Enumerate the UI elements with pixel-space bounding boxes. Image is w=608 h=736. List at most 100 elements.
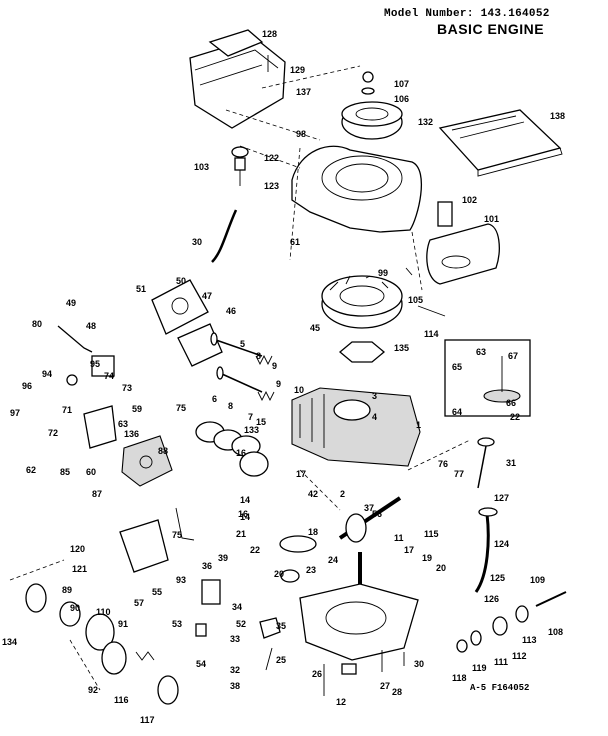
part-label-93: 93 [176,575,186,585]
part-label-91: 91 [118,619,128,629]
part-label-16: 16 [238,509,248,519]
inset-box [444,339,531,417]
part-label-20: 20 [274,569,284,579]
muffler-part [426,223,500,285]
part-label-19: 19 [422,553,432,563]
part-label-11: 11 [394,533,404,543]
part-label-30: 30 [192,237,202,247]
part-label-135: 135 [394,343,409,353]
part-label-16: 16 [236,448,246,458]
part-label-99: 99 [378,268,388,278]
part-label-62: 62 [26,465,36,475]
part-label-66: 66 [506,398,516,408]
part-callouts: 1281291371071061321389812210312310210130… [2,29,565,725]
air-cleaner-part [119,519,169,573]
part-label-24: 24 [328,555,338,565]
part-label-63: 63 [476,347,486,357]
part-label-10: 10 [294,385,304,395]
part-label-95: 95 [90,359,100,369]
part-label-80: 80 [32,319,42,329]
rotating-screen-part [341,101,403,140]
blower-housing-part [291,145,423,233]
part-label-106: 106 [394,94,409,104]
part-label-26: 26 [312,669,322,679]
part-label-22: 22 [510,412,520,422]
part-label-48: 48 [86,321,96,331]
part-label-113: 113 [522,635,537,645]
part-label-76: 76 [438,459,448,469]
part-label-87: 87 [92,489,102,499]
part-label-137: 137 [296,87,311,97]
part-label-61: 61 [290,237,300,247]
part-label-97: 97 [10,408,20,418]
part-label-105: 105 [408,295,423,305]
part-label-35: 35 [276,621,286,631]
part-label-108: 108 [548,627,563,637]
part-label-55: 55 [152,587,162,597]
part-label-23: 23 [306,565,316,575]
part-label-134: 134 [2,637,17,647]
part-label-52: 52 [236,619,246,629]
part-label-39: 39 [218,553,228,563]
part-label-64: 64 [452,407,462,417]
blower-housing-cover-part [189,29,286,129]
part-label-22: 22 [250,545,260,555]
part-label-9: 9 [276,379,281,389]
part-label-101: 101 [484,214,499,224]
part-label-119: 119 [472,663,487,673]
part-label-5: 5 [240,339,245,349]
part-label-59: 59 [132,404,142,414]
part-label-6: 6 [212,394,217,404]
part-label-56: 56 [372,509,382,519]
part-label-107: 107 [394,79,409,89]
part-label-92: 92 [88,685,98,695]
part-label-103: 103 [194,162,209,172]
part-label-112: 112 [512,651,527,661]
part-label-67: 67 [508,351,518,361]
part-label-122: 122 [264,153,279,163]
part-label-74: 74 [104,371,114,381]
part-label-75: 75 [172,530,182,540]
cylinder-block-part [291,387,421,467]
model-number: Model Number: 143.164052 [384,8,550,20]
part-label-50: 50 [176,276,186,286]
crankshaft-part [338,496,402,543]
part-label-109: 109 [530,575,545,585]
part-label-4: 4 [372,412,377,422]
part-label-8: 8 [256,351,261,361]
part-label-138: 138 [550,111,565,121]
part-label-8: 8 [228,401,233,411]
part-label-42: 42 [308,489,318,499]
part-label-28: 28 [392,687,402,697]
part-label-128: 128 [262,29,277,39]
part-label-125: 125 [490,573,505,583]
part-label-32: 32 [230,665,240,675]
carburetor-part [121,435,173,487]
flywheel-part [321,275,403,329]
part-label-118: 118 [452,673,467,683]
part-label-110: 110 [96,607,111,617]
part-label-133: 133 [244,425,259,435]
part-label-17: 17 [296,469,306,479]
part-label-94: 94 [42,369,52,379]
crankcase-sump-part [299,583,419,661]
part-label-111: 111 [494,657,508,667]
part-label-49: 49 [66,298,76,308]
figure-reference: A-5 F164052 [470,683,530,693]
part-label-116: 116 [114,695,129,705]
part-label-36: 36 [202,561,212,571]
part-label-18: 18 [308,527,318,537]
recoil-starter-part [25,583,179,705]
diagram-title: BASIC ENGINE [437,21,545,37]
part-label-46: 46 [226,306,236,316]
part-label-126: 126 [484,594,499,604]
part-label-25: 25 [276,655,286,665]
part-label-60: 60 [86,467,96,477]
part-label-117: 117 [140,715,155,725]
part-label-51: 51 [136,284,146,294]
part-label-14: 14 [240,495,250,505]
part-label-45: 45 [310,323,320,333]
part-label-27: 27 [380,681,390,691]
part-label-65: 65 [452,362,462,372]
